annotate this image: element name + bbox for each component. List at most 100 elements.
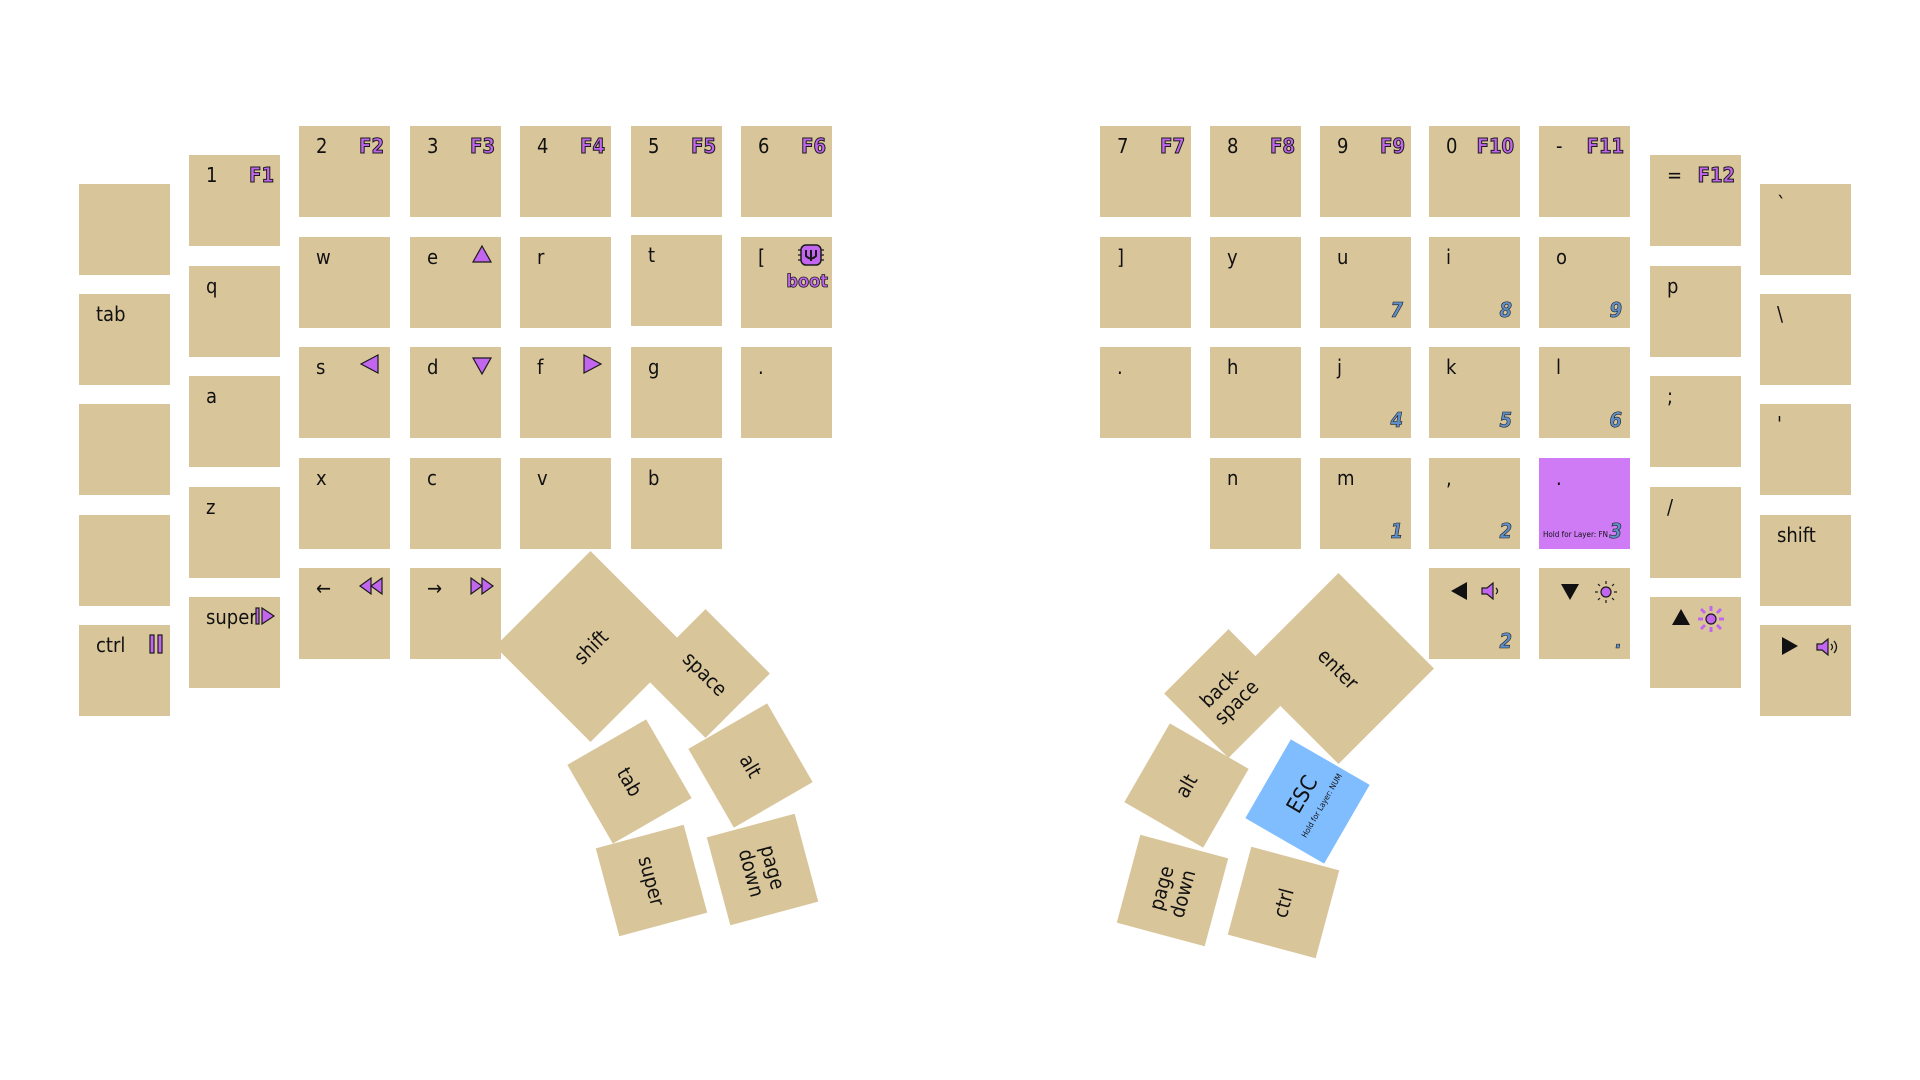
key[interactable]: .	[1539, 568, 1630, 659]
key-label: c	[427, 466, 437, 490]
key-secondary-label: F10	[1476, 134, 1514, 158]
key[interactable]: t	[631, 235, 722, 326]
thumb-key[interactable]: ctrl	[1227, 846, 1340, 959]
key[interactable]: y	[1210, 237, 1301, 328]
thumb-key[interactable]: page down	[1116, 834, 1229, 947]
key[interactable]: s	[299, 347, 390, 438]
key[interactable]: [ boot	[741, 237, 832, 328]
key[interactable]: r	[520, 237, 611, 328]
key[interactable]: a	[189, 376, 280, 467]
thumb-key[interactable]: page down	[706, 813, 819, 926]
num-layer-key[interactable]: ESC Hold for Layer: NUM	[1245, 739, 1370, 864]
key[interactable]: d	[410, 347, 501, 438]
key-label: ctrl	[1268, 885, 1299, 920]
key[interactable]: n	[1210, 458, 1301, 549]
key-label: t	[648, 243, 656, 267]
key[interactable]: z	[189, 487, 280, 578]
key[interactable]	[79, 184, 170, 275]
key[interactable]: /	[1650, 487, 1741, 578]
key[interactable]	[79, 515, 170, 606]
key-label: u	[1337, 245, 1349, 269]
volume-down-icon	[1481, 581, 1499, 601]
key-secondary-label: F12	[1697, 163, 1735, 187]
fn-layer-key[interactable]: . Hold for Layer: FN 3	[1539, 458, 1630, 549]
key[interactable]: c	[410, 458, 501, 549]
key-number-label: 2	[1499, 519, 1512, 543]
key[interactable]: shift	[1760, 515, 1851, 606]
key[interactable]: ,2	[1429, 458, 1520, 549]
key[interactable]: →	[410, 568, 501, 659]
key[interactable]: f	[520, 347, 611, 438]
key[interactable]: h	[1210, 347, 1301, 438]
key[interactable]: q	[189, 266, 280, 357]
key-label: 7	[1117, 134, 1129, 158]
key[interactable]: ;	[1650, 376, 1741, 467]
key[interactable]: ]	[1100, 237, 1191, 328]
triangle-up-icon	[471, 244, 493, 263]
key[interactable]: x	[299, 458, 390, 549]
key-label: d	[427, 355, 439, 379]
key[interactable]: p	[1650, 266, 1741, 357]
key[interactable]: 4 F4	[520, 126, 611, 217]
key-label: g	[648, 355, 660, 379]
key[interactable]: ctrl	[79, 625, 170, 716]
key-label: l	[1556, 355, 1561, 379]
key-label: e	[427, 245, 439, 269]
key-label: space	[678, 646, 733, 701]
key[interactable]: .	[1100, 347, 1191, 438]
key-label: =	[1667, 163, 1683, 187]
thumb-key[interactable]: enter	[1243, 573, 1434, 764]
key[interactable]: w	[299, 237, 390, 328]
key-label: 4	[537, 134, 549, 158]
key[interactable]: -F11	[1539, 126, 1630, 217]
key[interactable]: tab	[79, 294, 170, 385]
key-label: tab	[96, 302, 126, 326]
key-label: .	[758, 355, 764, 379]
key[interactable]: = F12	[1650, 155, 1741, 246]
key-secondary-label: F4	[580, 134, 606, 158]
key-label: 8	[1227, 134, 1239, 158]
key[interactable]: e	[410, 237, 501, 328]
key[interactable]: ←	[299, 568, 390, 659]
key-label: alt	[734, 749, 767, 782]
key[interactable]: g	[631, 347, 722, 438]
key[interactable]: `	[1760, 184, 1851, 275]
key-label: enter	[1313, 643, 1364, 694]
key-label: r	[537, 245, 545, 269]
key[interactable]: v	[520, 458, 611, 549]
key-label: h	[1227, 355, 1239, 379]
key[interactable]	[1650, 597, 1741, 688]
play-pause-icon	[255, 606, 276, 626]
key[interactable]	[1760, 625, 1851, 716]
key-label: super	[633, 852, 670, 909]
triangle-left-icon	[1451, 582, 1467, 600]
key[interactable]: \	[1760, 294, 1851, 385]
key[interactable]	[79, 404, 170, 495]
key[interactable]: '	[1760, 404, 1851, 495]
key[interactable]: .	[741, 347, 832, 438]
key[interactable]: super	[189, 597, 280, 688]
key[interactable]: 2	[1429, 568, 1520, 659]
key[interactable]: b	[631, 458, 722, 549]
thumb-key[interactable]: shift	[495, 551, 686, 742]
key-label: p	[1667, 274, 1679, 298]
key-number-label: 8	[1499, 298, 1512, 322]
key-number-label: .	[1615, 629, 1622, 653]
key-number-label: 5	[1499, 408, 1512, 432]
